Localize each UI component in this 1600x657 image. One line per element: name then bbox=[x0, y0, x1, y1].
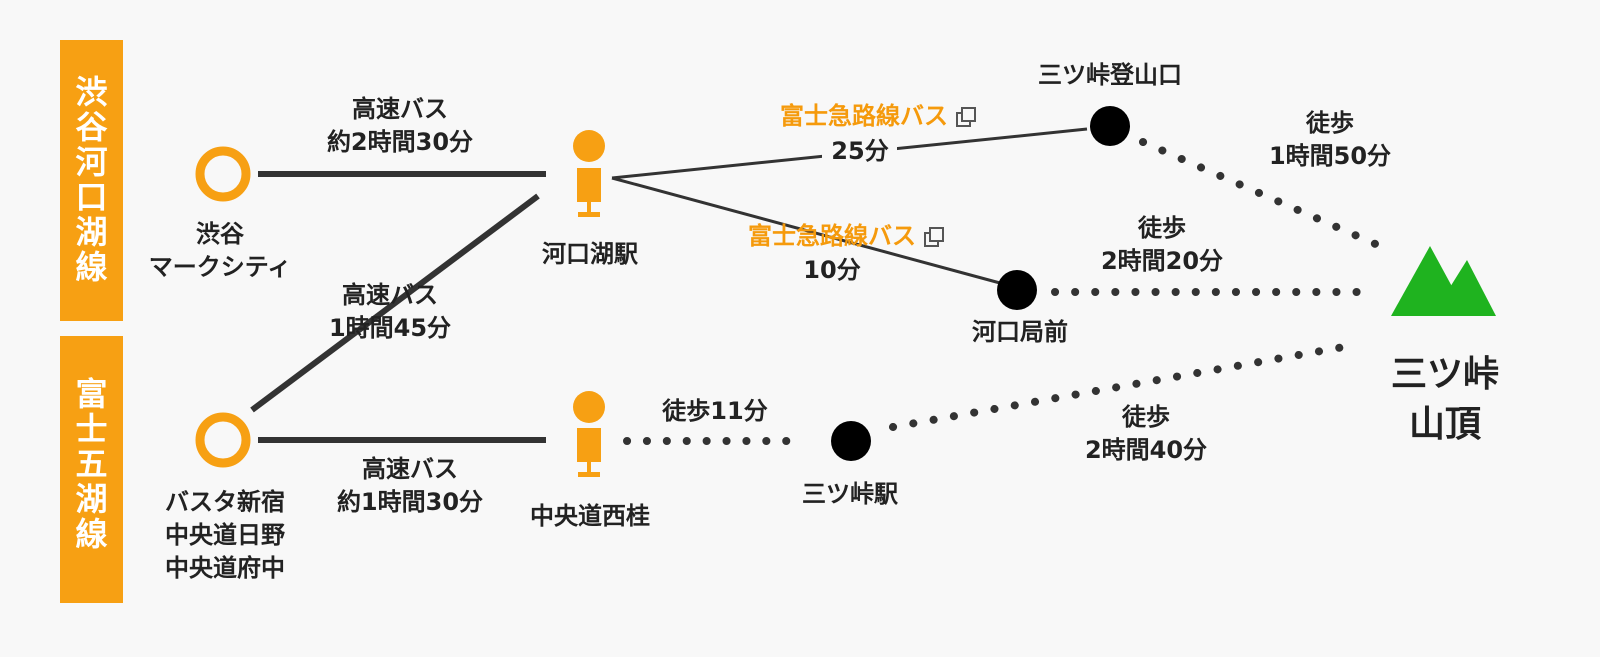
stop-trailhead-icon bbox=[1090, 106, 1130, 146]
bus-service-label[interactable]: 富士急路線バス bbox=[748, 222, 916, 250]
walk-line-mitsutoge-summit bbox=[889, 341, 1359, 431]
station-nishikatsura-icon bbox=[573, 391, 605, 477]
mountain-icon bbox=[1391, 246, 1496, 316]
station-kawaguchiko-icon bbox=[573, 130, 605, 217]
stop-label-kawaguchiko-station: 河口湖駅 bbox=[542, 240, 638, 268]
bus-link-trailhead[interactable]: 富士急路線バス bbox=[757, 100, 997, 133]
route-label-shinjuku-kawaguchiko: 高速バス 1時間45分 bbox=[328, 281, 452, 342]
external-link-icon[interactable] bbox=[924, 227, 944, 247]
route-time-kyokumae: 10分 bbox=[803, 256, 861, 284]
stop-kyokumae-icon bbox=[997, 270, 1037, 310]
stop-label-shinjuku: バスタ新宿 中央道日野 中央道府中 bbox=[165, 488, 285, 582]
bus-service-label[interactable]: 富士急路線バス bbox=[780, 102, 948, 130]
route-time-trailhead: 25分 bbox=[831, 137, 889, 165]
stop-label-nishikatsura: 中央道西桂 bbox=[530, 502, 650, 530]
walk-label-kyokumae-summit: 徒歩 2時間20分 bbox=[1100, 214, 1224, 275]
stop-mitsutoge-icon bbox=[831, 421, 871, 461]
stop-label-kyokumae: 河口局前 bbox=[972, 318, 1068, 346]
line-label-shibuya-kawaguchiko: 渋谷河口湖線 bbox=[75, 73, 108, 286]
line-label-fuji-goko: 富士五湖線 bbox=[75, 375, 108, 553]
route-label-shibuya-kawaguchiko: 高速バス 約2時間30分 bbox=[326, 95, 474, 156]
stop-label-shibuya: 渋谷 マークシティ bbox=[148, 220, 292, 281]
terminal-shinjuku-icon bbox=[195, 412, 251, 468]
bus-link-kyokumae[interactable]: 富士急路線バス bbox=[725, 220, 965, 253]
route-line-kawaguchiko-kyokumae bbox=[611, 176, 1001, 285]
label-mask-25 bbox=[822, 136, 897, 168]
stop-label-trailhead: 三ツ峠登山口 bbox=[1038, 61, 1182, 89]
route-label-shinjuku-nishikatsura: 高速バス 約1時間30分 bbox=[336, 455, 484, 516]
walk-label-nishikatsura-mitsutoge: 徒歩11分 bbox=[662, 397, 768, 425]
stop-label-mitsutoge-station: 三ツ峠駅 bbox=[802, 480, 898, 508]
line-band-shibuya-kawaguchiko bbox=[60, 40, 123, 321]
label-mask-10 bbox=[795, 256, 870, 286]
summit-label: 三ツ峠 山頂 bbox=[1390, 354, 1499, 445]
terminal-shibuya-icon bbox=[195, 146, 251, 202]
walk-line-trailhead-summit bbox=[1139, 138, 1384, 250]
route-line-shinjuku-kawaguchiko bbox=[250, 193, 540, 413]
line-band-fuji-goko bbox=[60, 336, 123, 603]
external-link-icon[interactable] bbox=[956, 107, 976, 127]
walk-label-mitsutoge-summit: 徒歩 2時間40分 bbox=[1084, 403, 1208, 464]
walk-label-trailhead-summit: 徒歩 1時間50分 bbox=[1268, 109, 1392, 170]
